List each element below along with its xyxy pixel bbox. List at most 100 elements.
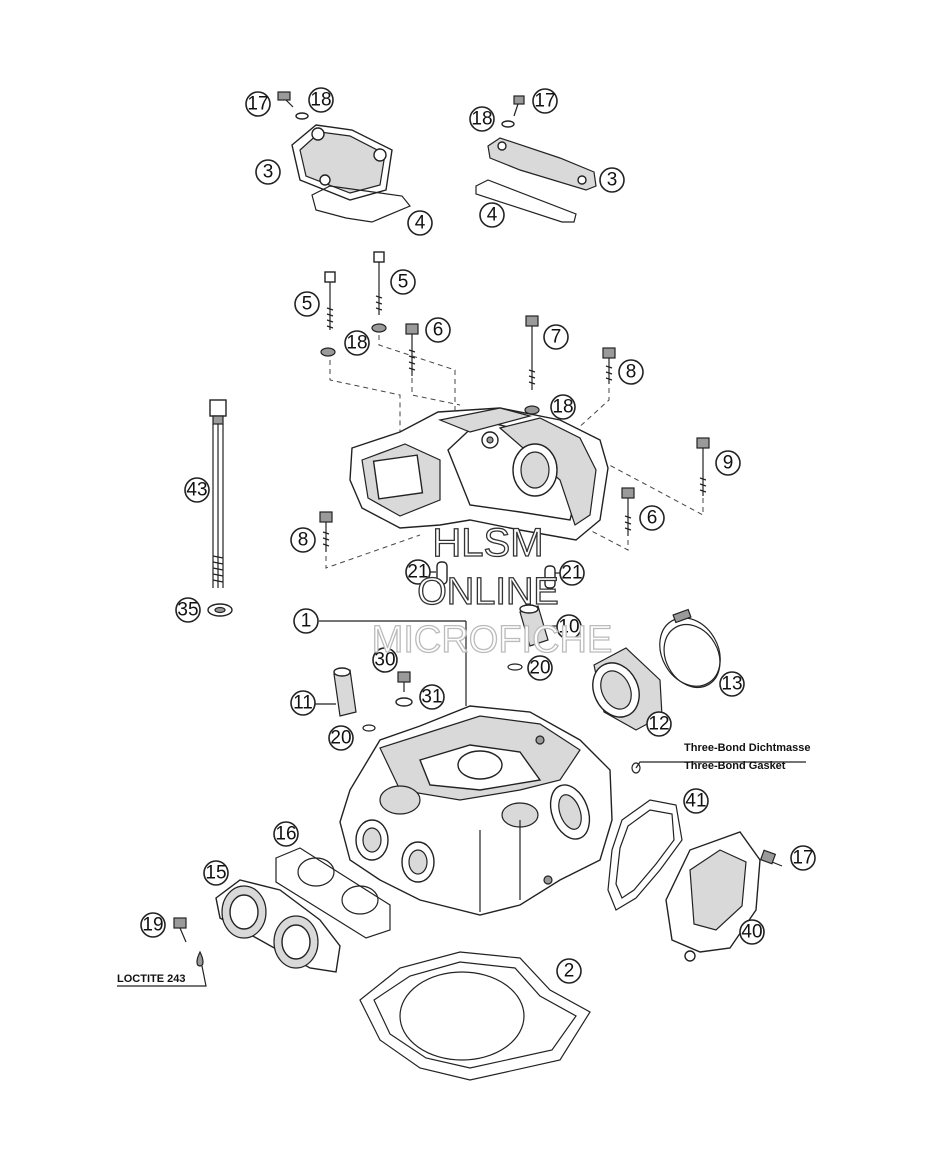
callout-3-left-cover: 3 xyxy=(255,159,281,185)
washer-5-left xyxy=(320,347,336,357)
svg-text:8: 8 xyxy=(626,362,637,383)
callout-20-left-oring: 20 xyxy=(328,725,354,751)
intake-boot-12 xyxy=(592,647,663,731)
hose-clamp-13 xyxy=(659,608,721,688)
callout-12-intake-boot: 12 xyxy=(646,711,672,737)
callout-30-bolt: 30 xyxy=(372,647,398,673)
bolt-30 xyxy=(397,671,411,692)
callout-31-washer: 31 xyxy=(419,684,445,710)
callout-18-center-washer: 18 xyxy=(344,330,370,356)
svg-text:6: 6 xyxy=(647,508,658,529)
svg-text:19: 19 xyxy=(142,915,163,936)
callout-5-left-bolt: 5 xyxy=(294,291,320,317)
washer-18-left-cover xyxy=(295,112,309,120)
leader-lines xyxy=(117,571,806,987)
svg-text:21: 21 xyxy=(407,562,428,583)
svg-text:5: 5 xyxy=(398,272,409,293)
assembly-lines xyxy=(325,335,704,569)
bolt-9 xyxy=(696,437,710,496)
bolt-6-lower xyxy=(621,487,635,536)
svg-text:4: 4 xyxy=(487,205,498,226)
bolt-17-left-cover xyxy=(277,91,294,108)
svg-text:1: 1 xyxy=(301,611,312,632)
svg-text:9: 9 xyxy=(723,453,734,474)
svg-text:18: 18 xyxy=(471,109,492,130)
callout-3-right-cover: 3 xyxy=(599,167,625,193)
callout-7-bolt: 7 xyxy=(543,324,569,350)
bolt-17-right-cover xyxy=(513,95,525,117)
washer-18-right-cover xyxy=(501,120,515,128)
o-ring-20-right xyxy=(507,663,523,671)
svg-text:11: 11 xyxy=(293,693,313,714)
callout-15-manifold: 15 xyxy=(203,860,229,886)
bolt-6-upper xyxy=(405,323,419,376)
callout-40-pump-cover: 40 xyxy=(739,919,765,945)
svg-text:18: 18 xyxy=(310,90,331,111)
note-three-bond-en: Three-Bond Gasket xyxy=(684,760,786,772)
callout-18-left-cover: 18 xyxy=(308,87,334,113)
valve-guide-11 xyxy=(333,667,357,717)
loctite-drop xyxy=(196,950,204,967)
svg-text:21: 21 xyxy=(561,563,582,584)
bolt-8-lower xyxy=(319,511,333,552)
svg-text:30: 30 xyxy=(374,650,395,671)
washer-18-center xyxy=(371,323,387,333)
callout-43-stud: 43 xyxy=(184,477,210,503)
valve-guide-10 xyxy=(519,604,549,647)
callout-18-right-washer: 18 xyxy=(550,394,576,420)
svg-text:8: 8 xyxy=(298,530,309,551)
callout-2-head-gasket: 2 xyxy=(556,958,582,984)
cylinder-head xyxy=(339,705,613,916)
pump-gasket-41 xyxy=(607,799,683,911)
callout-8-upper-bolt: 8 xyxy=(618,359,644,385)
callout-17-pump-bolt: 17 xyxy=(790,845,816,871)
svg-text:16: 16 xyxy=(275,824,296,845)
callout-19-bolt: 19 xyxy=(140,912,166,938)
svg-text:4: 4 xyxy=(415,213,426,234)
svg-text:41: 41 xyxy=(685,791,706,812)
manifold-gasket-16 xyxy=(275,847,391,939)
svg-text:17: 17 xyxy=(247,94,268,115)
pump-cover-40 xyxy=(665,831,761,962)
callout-4-right-gasket: 4 xyxy=(479,202,505,228)
callout-6-upper-bolt: 6 xyxy=(425,317,451,343)
svg-text:35: 35 xyxy=(177,600,198,621)
callout-21-right-dowel: 21 xyxy=(559,560,585,586)
svg-text:7: 7 xyxy=(551,327,562,348)
watermark-line-2: ONLINE xyxy=(417,571,558,613)
svg-text:12: 12 xyxy=(648,714,669,735)
valve-cover-gasket-right xyxy=(475,179,577,223)
valve-cover-right xyxy=(487,137,597,191)
watermark-line-3: MICROFICHE xyxy=(372,619,613,661)
camshaft-carrier xyxy=(349,407,609,541)
svg-text:2: 2 xyxy=(564,961,575,982)
callout-8-lower-bolt: 8 xyxy=(290,527,316,553)
bolt-8-upper xyxy=(602,347,616,384)
note-three-bond-de: Three-Bond Dichtmasse xyxy=(684,742,811,754)
callout-20-right-oring: 20 xyxy=(527,655,553,681)
valve-cover-left xyxy=(291,124,393,201)
svg-text:6: 6 xyxy=(433,320,444,341)
callout-41-gasket: 41 xyxy=(683,788,709,814)
watermark: HLSM ONLINE MICROFICHE xyxy=(371,520,613,661)
svg-text:13: 13 xyxy=(721,674,742,695)
callout-5-right-bolt: 5 xyxy=(390,269,416,295)
callout-17-right-cover: 17 xyxy=(532,88,558,114)
callout-18-right-cover: 18 xyxy=(469,106,495,132)
callout-35-washer: 35 xyxy=(175,597,201,623)
callout-9-bolt: 9 xyxy=(715,450,741,476)
callout-6-lower-bolt: 6 xyxy=(639,505,665,531)
svg-text:18: 18 xyxy=(346,333,367,354)
svg-text:10: 10 xyxy=(558,617,579,638)
svg-text:20: 20 xyxy=(529,658,550,679)
o-ring-20-left xyxy=(362,724,376,732)
svg-text:17: 17 xyxy=(792,848,813,869)
callout-16-gasket: 16 xyxy=(273,821,299,847)
washer-31 xyxy=(395,697,413,707)
svg-text:3: 3 xyxy=(263,162,274,183)
bolt-5-left xyxy=(324,271,336,330)
note-loctite: LOCTITE 243 xyxy=(117,973,185,985)
svg-text:20: 20 xyxy=(330,728,351,749)
bolt-19 xyxy=(173,917,187,943)
